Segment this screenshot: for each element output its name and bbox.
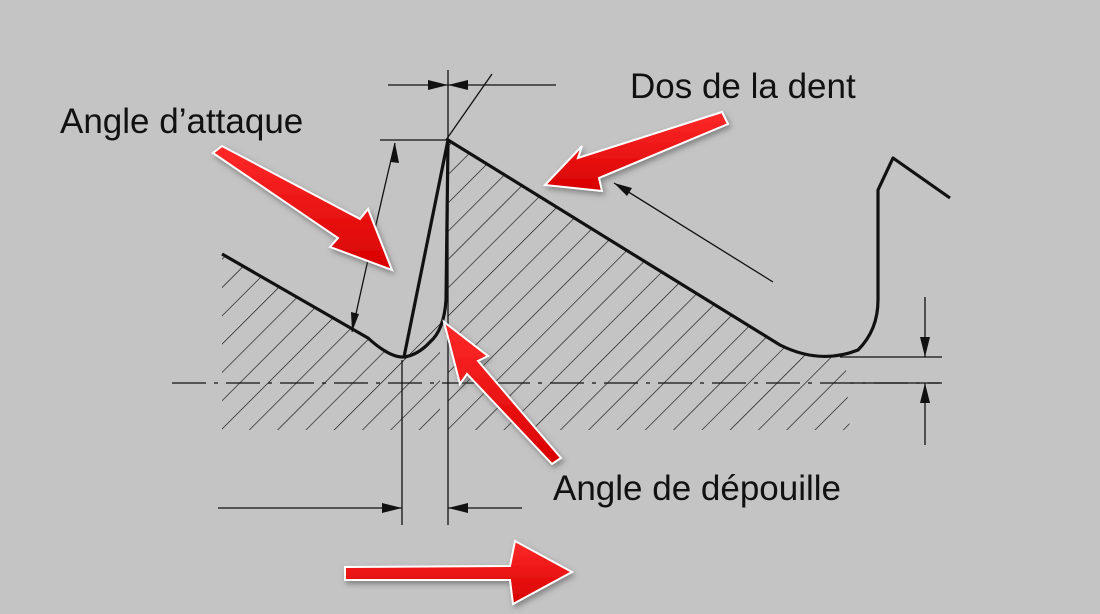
dimension-arrowheads: [351, 80, 930, 513]
tooth-profile: [221, 138, 951, 359]
red-arrow-right-icon: [344, 539, 575, 606]
label-dos-de-la-dent: Dos de la dent: [630, 67, 856, 106]
red-arrow-icon: [442, 319, 563, 466]
label-angle-attaque: Angle d’attaque: [60, 102, 304, 141]
rake-face: [403, 139, 450, 359]
hatched-region-left: [222, 255, 440, 430]
red-arrow-icon: [542, 110, 730, 193]
red-arrow-icon: [211, 144, 394, 272]
label-angle-depouille: Angle de dépouille: [553, 469, 842, 508]
red-arrows: [211, 110, 730, 606]
hatched-region-tooth: [448, 140, 850, 430]
